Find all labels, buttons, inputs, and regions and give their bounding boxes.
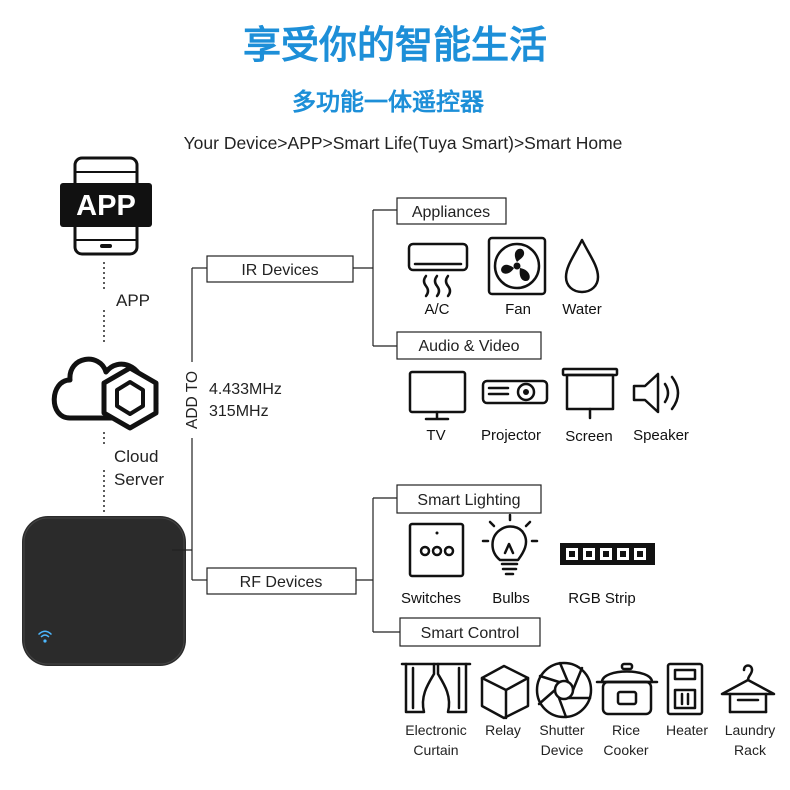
appliances-label: Appliances [412,204,490,221]
projector-icon [481,379,549,405]
ir-devices-box [206,255,354,283]
water-label: Water [562,301,601,318]
tablet-app-icon: APP [60,156,152,256]
add-to-label: ADD TO [184,371,201,429]
cloud-label-line1: Cloud [114,447,158,466]
add-to-mask [185,362,199,438]
relay-label-line1: Relay [485,722,521,738]
app-icon-text: APP [76,190,136,222]
setup-path: Your Device>APP>Smart Life(Tuya Smart)>S… [184,133,623,153]
curtain-icon [400,662,472,714]
rice-cooker-label-line1: Rice [612,722,640,738]
bulbs-label: Bulbs [492,590,530,607]
tv-icon [408,370,467,421]
rf-devices-box [206,567,357,595]
shutter-label-line1: Shutter [539,722,584,738]
shutter-label-line2: Device [541,742,584,758]
smart-lighting-box [396,484,542,514]
smart-control-box [399,617,541,647]
rice-cooker-label-line2: Cooker [603,742,648,758]
laundry-rack-label-line2: Rack [734,742,767,758]
laundry-rack-icon [720,664,776,714]
rice-cooker-icon [595,662,659,716]
ac-label: A/C [424,301,449,318]
rf-devices-label: RF Devices [240,574,323,591]
heater-icon [666,662,704,716]
appliances-box [396,197,507,225]
cloud-server-icon [51,356,159,431]
app-label: APP [116,291,150,310]
switches-label: Switches [401,590,461,607]
heater-label-line1: Heater [666,722,708,738]
speaker-label: Speaker [633,427,689,444]
tv-label: TV [426,427,445,444]
wall-switch-icon [408,522,465,578]
smart-control-label: Smart Control [421,625,520,642]
ir-hub-device [22,516,186,666]
fan-icon [487,236,547,296]
smart-lighting-label: Smart Lighting [417,492,520,509]
water-drop-icon [564,238,600,294]
curtain-label-line1: Electronic [405,722,466,738]
frequency-1: 4.433MHz [209,381,282,398]
audio-video-box [396,331,542,360]
rgb-strip-label: RGB Strip [568,590,636,607]
shutter-icon [535,661,593,719]
fan-label: Fan [505,301,531,318]
subtitle: 多功能一体遥控器 [292,88,485,116]
light-bulb-icon [481,513,539,576]
screen-label: Screen [565,428,613,445]
frequency-2: 315MHz [209,403,269,420]
air-conditioner-icon [407,242,469,298]
laundry-rack-label-line1: Laundry [725,722,776,738]
ir-devices-label: IR Devices [241,262,318,279]
wifi-icon [38,630,52,643]
relay-cube-icon [480,664,530,720]
audio-video-label: Audio & Video [418,338,519,355]
speaker-icon [632,372,680,414]
projection-screen-icon [561,367,619,420]
led-strip-icon [560,543,655,565]
curtain-label-line2: Curtain [413,742,458,758]
main-title: 享受你的智能生活 [243,23,547,67]
cloud-label-line2: Server [114,470,164,489]
projector-label: Projector [481,427,541,444]
